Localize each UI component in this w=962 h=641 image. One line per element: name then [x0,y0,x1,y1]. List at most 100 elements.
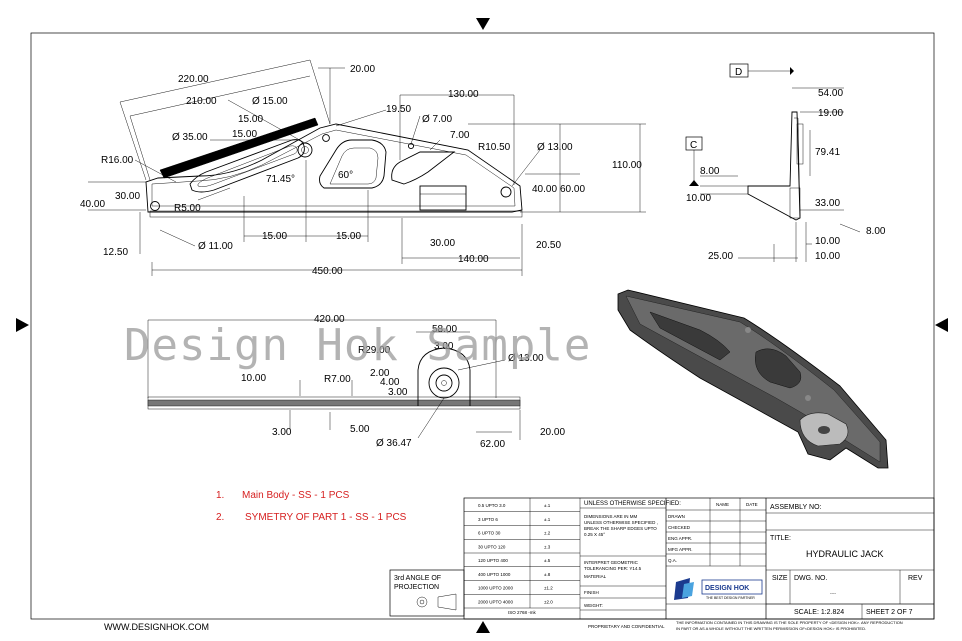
dim-r7: R7.00 [324,374,351,385]
footer-line-1: THE INFORMATION CONTAINED IN THIS DRAWIN… [676,620,903,625]
dim-15c: 15.00 [262,231,287,242]
dim-20-front: 20.00 [540,427,565,438]
watermark: Design Hok Sample [124,320,591,371]
note-2-text: SYMETRY OF PART 1 - SS - 1 PCS [245,512,407,523]
hole-7 [322,134,330,142]
projection-symbol-cone [437,593,457,611]
dim-19: 19.00 [818,108,843,119]
dim-210: 210.00 [186,96,217,107]
approval-drawn: DRAWN [668,514,685,519]
dim-angle-60: 60° [338,170,353,181]
hole-7b [407,142,415,150]
approval-eng: ENG APPR. [668,536,692,541]
dim-25: 25.00 [708,251,733,262]
spec-dims-1: DIMENSIONS ARE IN MM [584,514,638,519]
title-label: TITLE: [770,535,791,542]
center-mark-right [935,318,948,332]
spec-heading: UNLESS OTHERWISE SPECIFIED: [584,501,681,507]
front-view: 420.00 58.00 R29.00 3.00 Ø 13.00 10.00 R… [147,314,565,450]
dim-30: 30.00 [430,238,455,249]
tolerance-range: 120 UPTO 400 [478,558,508,563]
dim-r10-5: R10.50 [478,142,511,153]
dim-33: 33.00 [815,198,840,209]
tolerance-value: ±2.0 [544,599,553,604]
dim-dia35: Ø 35.00 [172,132,208,143]
center-mark-top [476,18,490,30]
dim-58: 58.00 [432,324,457,335]
assembly-no-label: ASSEMBLY NO: [770,504,822,511]
dim-62: 62.00 [480,439,505,450]
tolerance-range: 1000 UPTO 2000 [478,586,513,591]
dim-3-bottom: 3.00 [272,427,292,438]
iso-label: ISO 2768 -mk [508,610,537,615]
approval-checked: CHECKED [668,525,691,530]
top-view-base-rail [149,210,523,218]
side-view: D C 54.00 19.00 79.41 8.00 10.00 33.00 8… [685,63,886,262]
dwg-no-value: ---- [830,591,836,596]
tolerance-range: 2000 UPTO 4000 [478,599,513,604]
dim-4: 4.00 [380,377,400,388]
top-view-slot [189,139,305,193]
center-mark-left [16,318,29,332]
tolerance-range: 400 UPTO 1000 [478,572,511,577]
top-view-bracket [419,185,467,211]
dim-20-5: 20.50 [536,240,561,251]
side-view-profile [747,111,801,221]
top-view-slot-inner [197,145,298,187]
spec-weight: WEIGHT: [584,603,603,608]
dim-54: 54.00 [818,88,843,99]
top-view-triangle-cutout [319,139,387,189]
dim-140: 140.00 [458,254,489,265]
designhok-logo: DESIGN HOK THE BEST DESIGN PARTNER [674,578,763,600]
dim-dia36-47: Ø 36.47 [376,438,412,449]
projection-line-2: PROJECTION [394,584,439,591]
tolerance-range: 6 UPTO 30 [478,531,501,536]
dim-8-left: 8.00 [700,166,720,177]
dim-10-left: 10.00 [686,193,711,204]
size-label: SIZE [772,575,788,582]
hole-15-inner [301,146,309,154]
drawing-title: HYDRAULIC JACK [806,549,884,559]
dim-15d: 15.00 [336,231,361,242]
spec-material: MATERIAL [584,574,607,579]
dim-7: 7.00 [450,130,470,141]
dim-40-left: 40.00 [80,199,105,210]
tolerance-value: ±1.2 [544,586,553,591]
top-view: 220.00 210.00 20.00 Ø 15.00 19.50 130.00… [80,59,646,277]
approval-date-header: DATE [746,502,758,507]
dim-dia13-front: Ø 13.00 [508,353,544,364]
approval-mfg: MFG APPR. [668,547,693,552]
dim-40-right: 40.00 [532,184,557,195]
dim-60: 60.00 [560,184,585,195]
front-view-boss [428,367,460,399]
logo-subtext: THE BEST DESIGN PARTNER [706,596,755,600]
tolerance-value: ±.3 [544,544,551,549]
proprietary-label: PROPRIETARY AND CONFIDENTIAL [588,624,665,629]
front-view-hatch [147,399,521,407]
top-view-flange [151,129,516,207]
logo-text: DESIGN HOK [705,585,749,592]
dim-15a: 15.00 [238,114,263,125]
footer-line-2: IN PART OR AS A WHOLE WITHOUT THE WRITTE… [676,626,866,631]
note-2-num: 2. [216,512,224,523]
angled-flange-hatch [159,117,319,179]
title-block: 0.5 UPTO 3.0±.13 UPTO 6±.16 UPTO 30±.230… [463,497,935,631]
dim-3-top: 3.00 [434,341,454,352]
approval-name-header: NAME [716,502,729,507]
tolerance-value: ±.2 [544,531,551,536]
isometric-view [617,289,889,469]
dim-10-right-b: 10.00 [815,251,840,262]
dim-r5: R5.00 [174,203,201,214]
dim-220: 220.00 [178,74,209,85]
dim-dia11: Ø 11.00 [198,241,233,252]
hole-11 [150,201,160,211]
dim-3-right: 3.00 [388,387,408,398]
dim-dia15: Ø 15.00 [252,96,288,107]
dim-10-front: 10.00 [241,373,266,384]
tolerance-range: 3 UPTO 6 [478,517,498,522]
dim-19-5: 19.50 [386,104,411,115]
dim-12-5: 12.50 [103,247,128,258]
top-view-triangle-inner [329,147,379,185]
top-view-outline [145,123,523,213]
hole-15 [297,142,313,158]
